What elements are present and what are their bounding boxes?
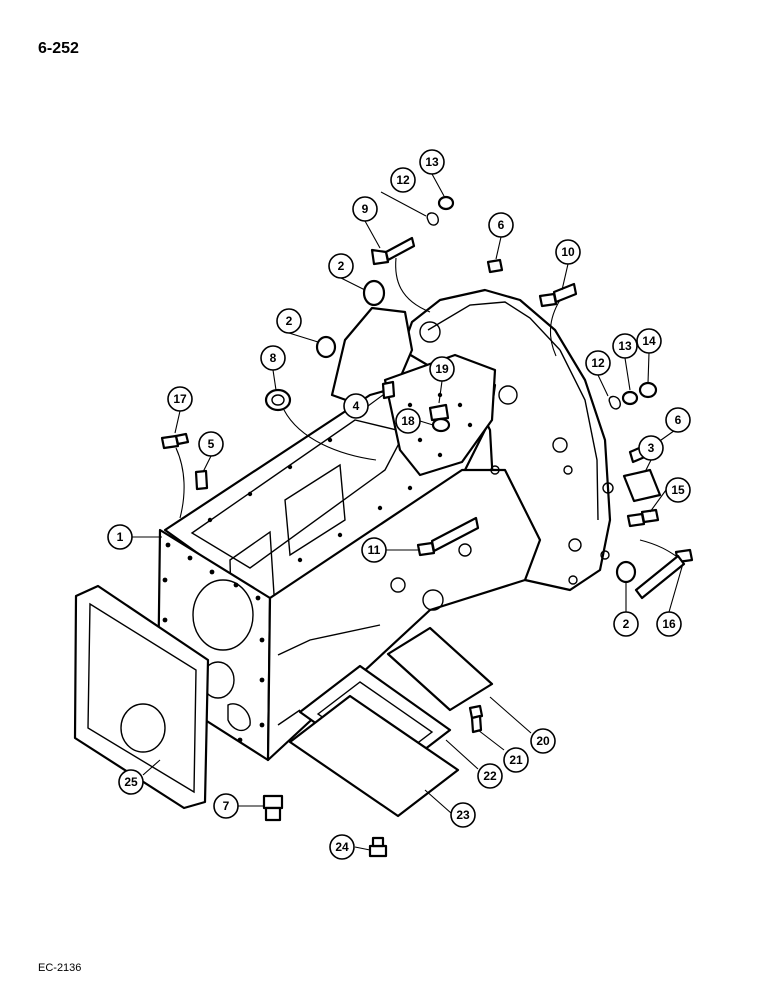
svg-text:5: 5 (208, 437, 215, 451)
callout-19: 19 (429, 356, 455, 382)
svg-text:2: 2 (623, 617, 630, 631)
svg-text:6: 6 (498, 218, 505, 232)
svg-text:14: 14 (642, 334, 656, 348)
callout-14: 14 (636, 328, 662, 354)
callout-11: 11 (361, 537, 387, 563)
svg-text:20: 20 (536, 734, 550, 748)
svg-text:7: 7 (223, 799, 230, 813)
callout-23: 23 (450, 802, 476, 828)
svg-text:1: 1 (117, 530, 124, 544)
page-number: 6-252 (38, 40, 79, 57)
callout-2: 2 (613, 611, 639, 637)
figure-code: EC-2136 (38, 962, 82, 974)
svg-text:8: 8 (270, 351, 277, 365)
svg-text:16: 16 (662, 617, 676, 631)
svg-text:22: 22 (483, 769, 497, 783)
svg-text:21: 21 (509, 753, 523, 767)
svg-text:25: 25 (124, 775, 138, 789)
svg-text:10: 10 (561, 245, 575, 259)
svg-text:3: 3 (648, 441, 655, 455)
callout-15: 15 (665, 477, 691, 503)
callout-6: 6 (488, 212, 514, 238)
callout-8: 8 (260, 345, 286, 371)
svg-text:17: 17 (173, 392, 187, 406)
svg-text:2: 2 (286, 314, 293, 328)
svg-text:9: 9 (362, 202, 369, 216)
callout-2: 2 (276, 308, 302, 334)
callout-1: 1 (107, 524, 133, 550)
callout-25: 25 (118, 769, 144, 795)
svg-text:24: 24 (335, 840, 349, 854)
callout-16: 16 (656, 611, 682, 637)
callout-12: 12 (390, 167, 416, 193)
svg-text:12: 12 (591, 356, 605, 370)
svg-text:6: 6 (675, 413, 682, 427)
svg-text:13: 13 (618, 339, 632, 353)
callout-21: 21 (503, 747, 529, 773)
callout-17: 17 (167, 386, 193, 412)
callout-22: 22 (477, 763, 503, 789)
callout-12: 12 (585, 350, 611, 376)
svg-text:12: 12 (396, 173, 410, 187)
svg-text:13: 13 (425, 155, 439, 169)
callout-10: 10 (555, 239, 581, 265)
callout-18: 18 (395, 408, 421, 434)
small-parts (73, 195, 694, 858)
callout-13: 13 (419, 149, 445, 175)
callout-13: 13 (612, 333, 638, 359)
callout-20: 20 (530, 728, 556, 754)
callout-4: 4 (343, 393, 369, 419)
svg-text:18: 18 (401, 414, 415, 428)
callout-7: 7 (213, 793, 239, 819)
callout-24: 24 (329, 834, 355, 860)
callout-3: 3 (638, 435, 664, 461)
callout-6: 6 (665, 407, 691, 433)
svg-text:4: 4 (353, 399, 360, 413)
callout-5: 5 (198, 431, 224, 457)
svg-text:23: 23 (456, 808, 470, 822)
svg-text:15: 15 (671, 483, 685, 497)
callouts: 1 2 2 2 3 4 5 6 6 7 8 9 10 11 12 12 13 1… (107, 149, 691, 860)
callout-2: 2 (328, 253, 354, 279)
svg-text:19: 19 (435, 362, 449, 376)
callout-9: 9 (352, 196, 378, 222)
svg-text:2: 2 (338, 259, 345, 273)
svg-text:11: 11 (368, 543, 381, 557)
